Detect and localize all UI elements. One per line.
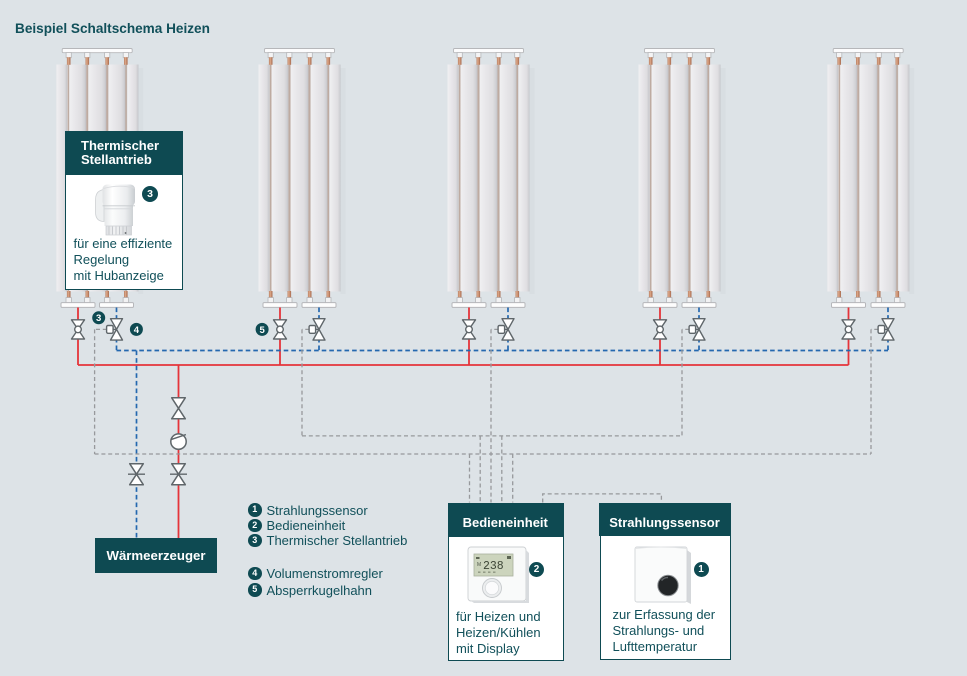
svg-text:3: 3 bbox=[96, 313, 101, 324]
svg-text:M: M bbox=[477, 562, 481, 568]
svg-text:5: 5 bbox=[259, 325, 265, 336]
svg-text:238: 238 bbox=[483, 560, 504, 573]
svg-text:4: 4 bbox=[134, 325, 140, 336]
